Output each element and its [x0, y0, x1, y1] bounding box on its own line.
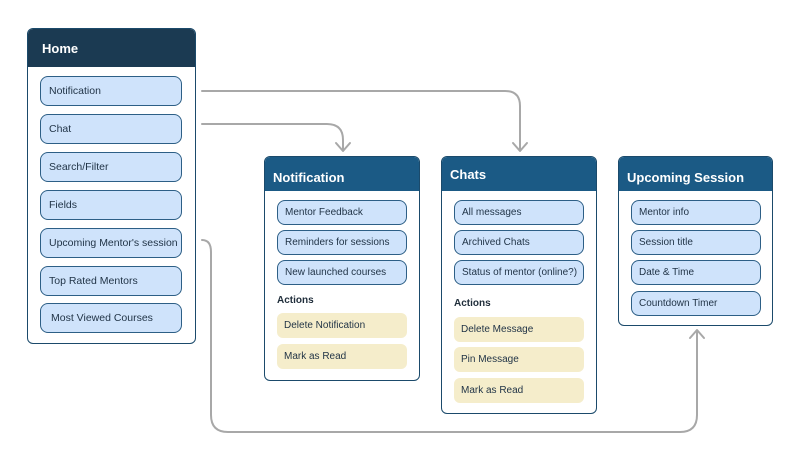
home-card: Home Notification Chat Search/Filter Fie… — [27, 28, 196, 344]
chats-item-all-messages[interactable]: All messages — [454, 200, 584, 225]
chats-card: Chats All messages Archived Chats Status… — [441, 156, 597, 414]
arrowhead-chats — [512, 142, 528, 152]
home-item-chat[interactable]: Chat — [40, 114, 182, 144]
upcoming-item-session-title[interactable]: Session title — [631, 230, 761, 255]
home-item-most-viewed-courses[interactable]: Most Viewed Courses — [40, 303, 182, 333]
chats-title: Chats — [450, 166, 487, 182]
notification-actions-label: Actions — [277, 295, 314, 306]
home-item-upcoming-session[interactable]: Upcoming Mentor's session — [40, 228, 182, 258]
notification-card: Notification Mentor Feedback Reminders f… — [264, 156, 420, 381]
notification-header: Notification — [265, 157, 419, 191]
chats-action-pin[interactable]: Pin Message — [454, 347, 584, 372]
upcoming-item-countdown-timer[interactable]: Countdown Timer — [631, 291, 761, 316]
notification-item-mentor-feedback[interactable]: Mentor Feedback — [277, 200, 407, 225]
upcoming-item-mentor-info[interactable]: Mentor info — [631, 200, 761, 225]
upcoming-session-card: Upcoming Session Mentor info Session tit… — [618, 156, 773, 326]
home-header: Home — [28, 29, 195, 67]
home-item-fields[interactable]: Fields — [40, 190, 182, 220]
notification-action-delete[interactable]: Delete Notification — [277, 313, 407, 338]
home-item-search-filter[interactable]: Search/Filter — [40, 152, 182, 182]
chats-item-archived[interactable]: Archived Chats — [454, 230, 584, 255]
notification-item-reminders[interactable]: Reminders for sessions — [277, 230, 407, 255]
home-item-top-rated-mentors[interactable]: Top Rated Mentors — [40, 266, 182, 296]
notification-action-mark-read[interactable]: Mark as Read — [277, 344, 407, 369]
connector-notification-to-chats — [201, 90, 521, 151]
home-item-notification[interactable]: Notification — [40, 76, 182, 106]
chats-header: Chats — [442, 157, 596, 191]
notification-item-new-courses[interactable]: New launched courses — [277, 260, 407, 285]
chats-item-status[interactable]: Status of mentor (online?) — [454, 260, 584, 285]
chats-action-mark-read[interactable]: Mark as Read — [454, 378, 584, 403]
upcoming-item-date-time[interactable]: Date & Time — [631, 260, 761, 285]
upcoming-session-title: Upcoming Session — [627, 169, 745, 185]
upcoming-session-header: Upcoming Session — [619, 157, 772, 191]
arrowhead-notification — [335, 142, 351, 152]
connector-session-to-upcoming — [201, 239, 698, 433]
chats-actions-label: Actions — [454, 298, 491, 309]
notification-title: Notification — [273, 169, 345, 185]
home-title: Home — [42, 40, 79, 56]
connector-chat-to-notification — [201, 123, 344, 151]
arrowhead-upcoming — [689, 329, 705, 339]
chats-action-delete[interactable]: Delete Message — [454, 317, 584, 342]
